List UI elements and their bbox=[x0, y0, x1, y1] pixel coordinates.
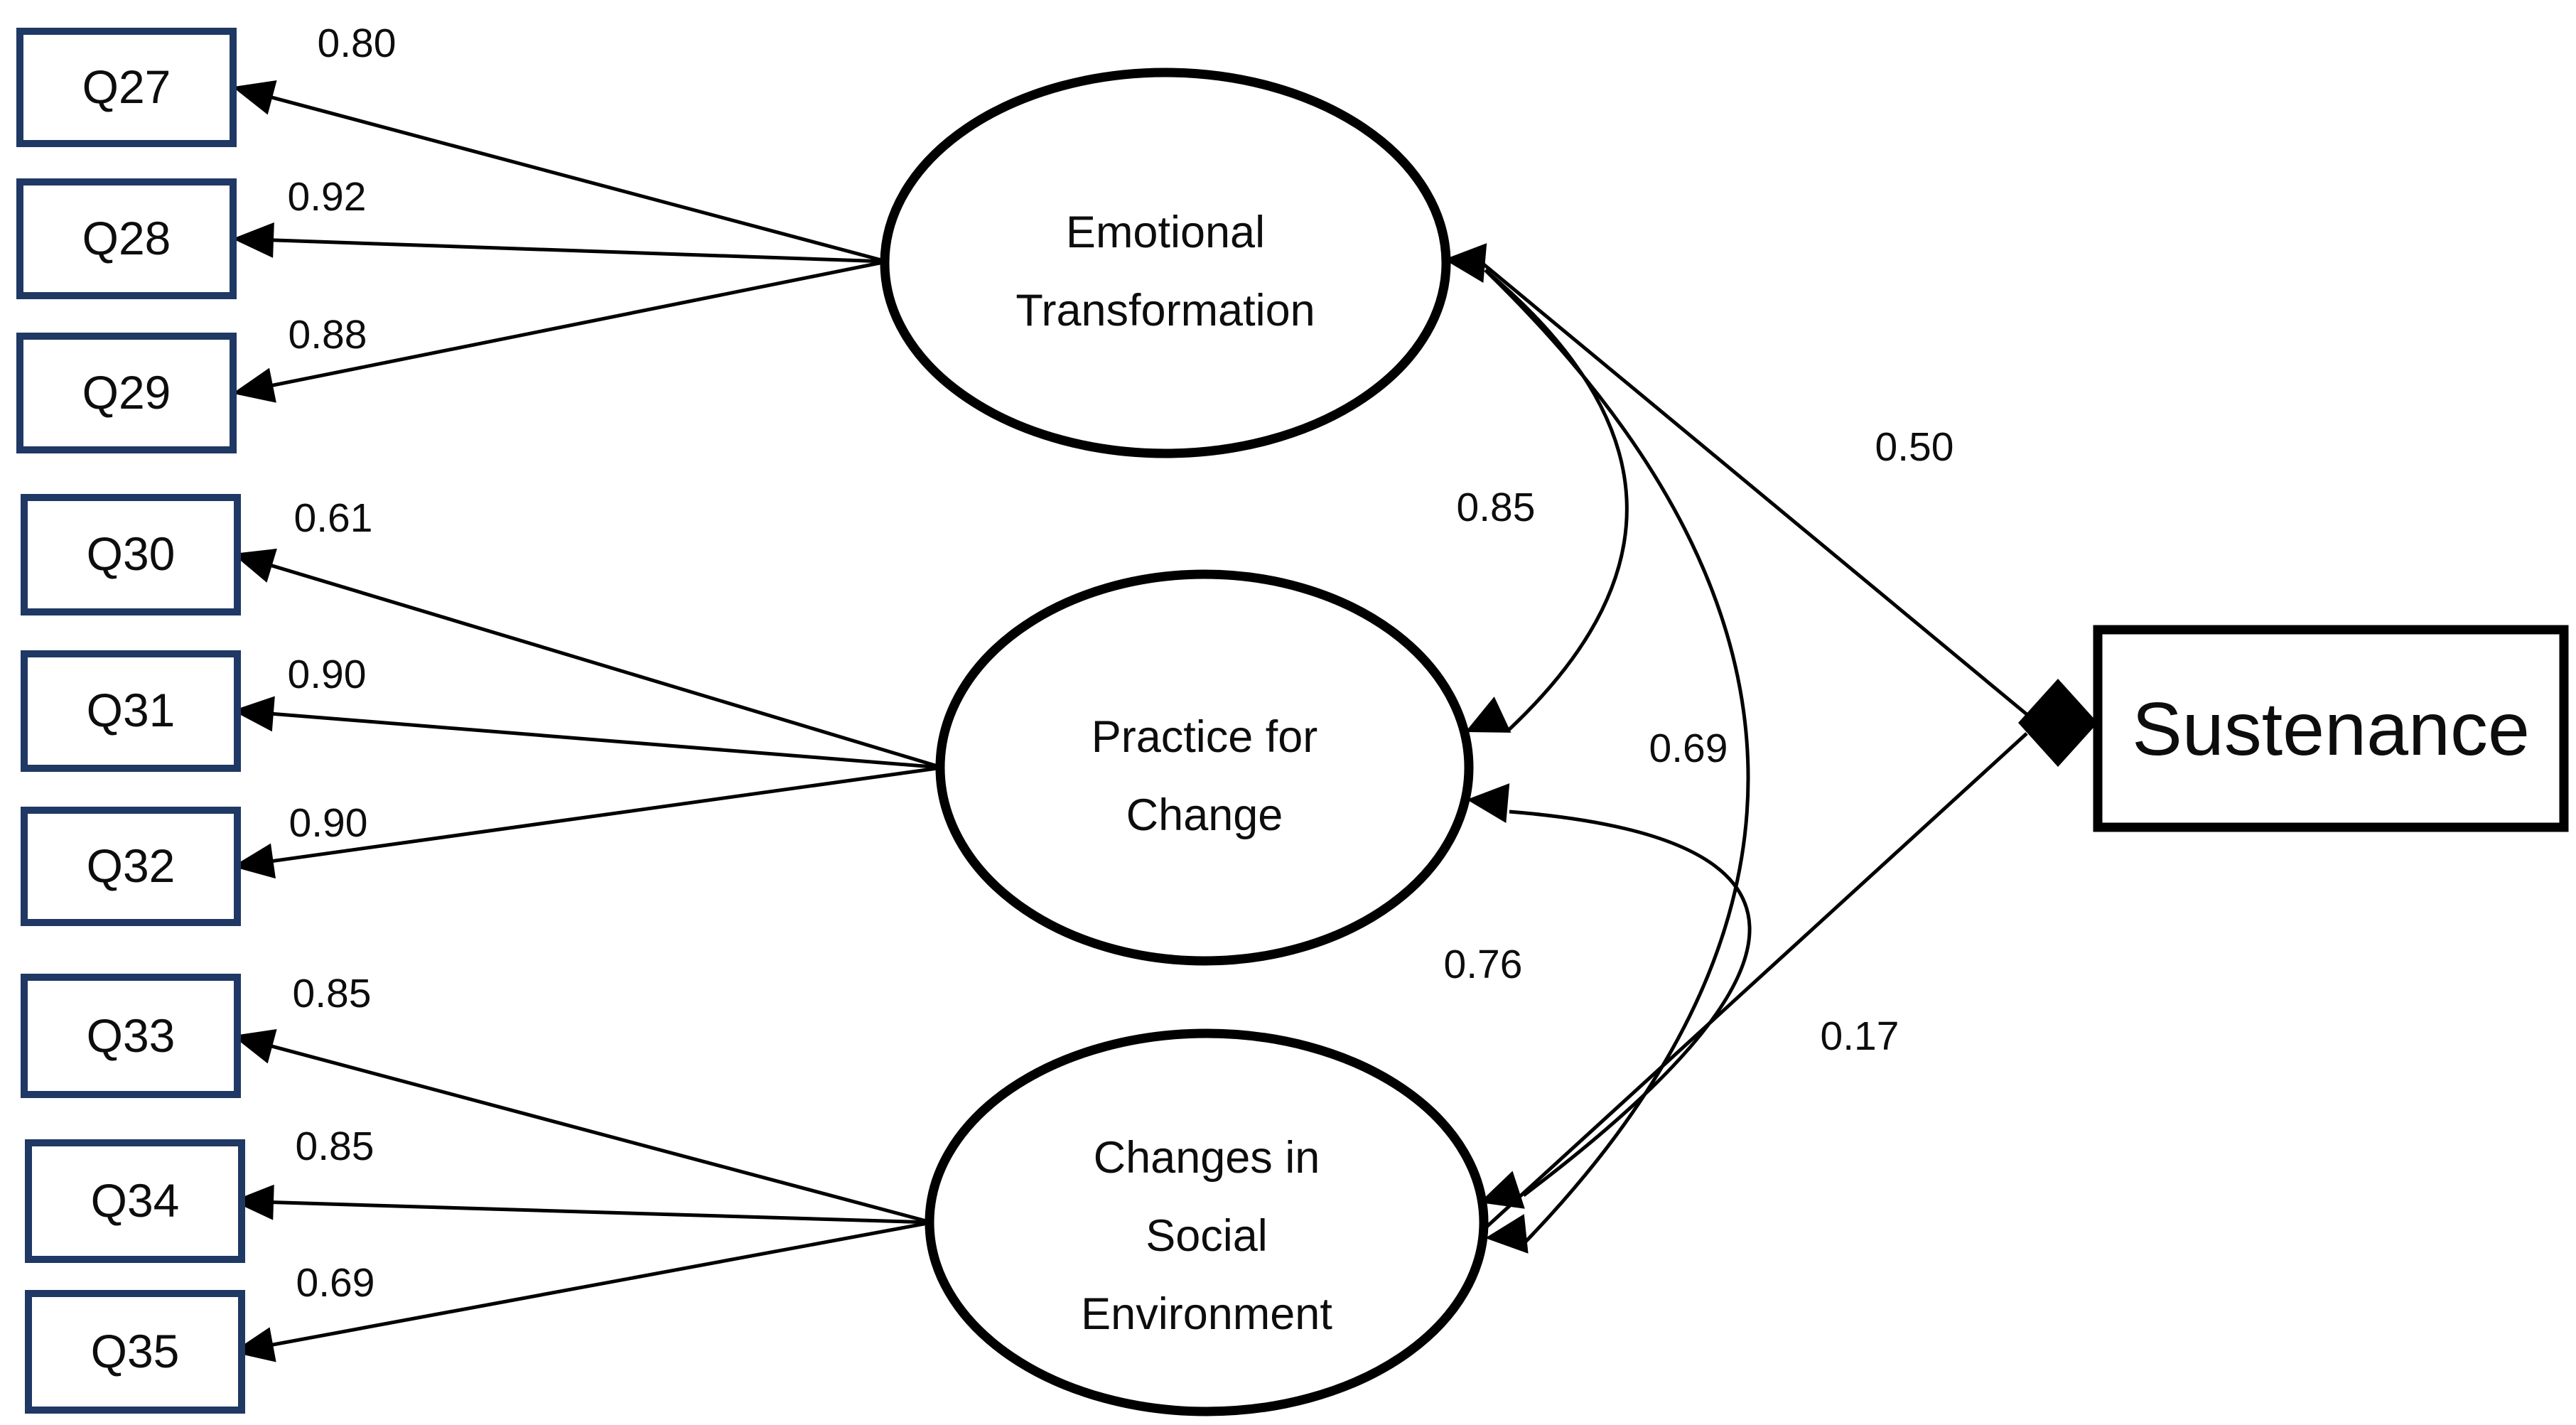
arrowhead-into-pc-lower bbox=[1467, 783, 1510, 823]
loading-arrow-q27 bbox=[232, 80, 888, 264]
indicator-label-q27: Q27 bbox=[82, 60, 171, 113]
loading-arrow-q33 bbox=[232, 1029, 932, 1225]
latent-label-pc-line1: Practice for bbox=[1092, 712, 1318, 762]
latent-label-cse-line2: Social bbox=[1146, 1211, 1268, 1261]
arrowhead-into-pc-upper bbox=[1465, 697, 1511, 733]
loading-arrow-q34 bbox=[232, 1184, 932, 1225]
structural-paths bbox=[1482, 263, 2028, 1230]
latent-label-cse-line3: Environment bbox=[1081, 1289, 1332, 1339]
correlation-label-et-cse: 0.69 bbox=[1649, 726, 1728, 771]
latent-ellipse-emotional-transformation bbox=[880, 68, 1451, 458]
loading-arrow-q32 bbox=[232, 765, 943, 879]
correlation-arcs bbox=[1484, 269, 1752, 1244]
loading-arrow-q30 bbox=[232, 548, 943, 770]
loading-value-labels: 0.80 0.92 0.88 0.61 0.90 0.90 0.85 0.85 … bbox=[288, 21, 397, 1306]
indicator-label-q34: Q34 bbox=[91, 1174, 180, 1227]
indicator-box-q31 bbox=[21, 650, 241, 772]
loading-label-q27: 0.80 bbox=[318, 21, 397, 66]
loading-label-q35: 0.69 bbox=[296, 1260, 375, 1306]
loading-arrows bbox=[232, 80, 943, 1362]
correlation-arc-et-pc bbox=[1484, 269, 1629, 732]
loading-label-q28: 0.92 bbox=[288, 174, 367, 220]
indicator-label-q31: Q31 bbox=[87, 684, 176, 736]
loading-label-q31: 0.90 bbox=[288, 652, 367, 697]
indicator-label-q33: Q33 bbox=[87, 1009, 176, 1062]
indicator-labels: Q27 Q28 Q29 Q30 Q31 Q32 Q33 Q34 Q35 bbox=[82, 60, 180, 1377]
correlation-arc-pc-cse bbox=[1509, 810, 1752, 1197]
latent-arrowheads bbox=[1444, 243, 1529, 1254]
indicator-box-q29 bbox=[16, 333, 237, 453]
path-value-labels: 0.85 0.69 0.76 0.50 0.17 bbox=[1444, 424, 1954, 1059]
path-label-et-sustenance: 0.50 bbox=[1875, 424, 1954, 470]
latent-ellipse-practice-for-change bbox=[935, 569, 1474, 966]
indicator-box-q35 bbox=[25, 1290, 245, 1414]
loading-arrow-q31 bbox=[232, 696, 943, 770]
diamond-arrowhead-sustenance bbox=[2018, 679, 2098, 767]
arrowhead-into-et bbox=[1444, 243, 1487, 283]
indicator-boxes bbox=[16, 28, 245, 1414]
latent-label-et-line2: Transformation bbox=[1015, 286, 1315, 335]
outcome-box-sustenance bbox=[2093, 625, 2569, 832]
indicator-label-q30: Q30 bbox=[87, 527, 176, 580]
loading-arrow-q35 bbox=[232, 1220, 932, 1362]
loading-label-q32: 0.90 bbox=[289, 800, 368, 846]
latent-label-et-line1: Emotional bbox=[1066, 208, 1265, 257]
correlation-label-et-pc: 0.85 bbox=[1457, 485, 1536, 530]
loading-label-q34: 0.85 bbox=[296, 1124, 374, 1169]
loading-label-q30: 0.61 bbox=[294, 495, 373, 541]
loading-label-q33: 0.85 bbox=[293, 971, 372, 1016]
loading-arrow-q29 bbox=[232, 259, 888, 403]
path-line-et-sustenance bbox=[1482, 263, 2028, 716]
indicator-box-q34 bbox=[25, 1139, 245, 1263]
arrowhead-into-cse-upper bbox=[1480, 1171, 1525, 1209]
indicator-label-q28: Q28 bbox=[82, 212, 171, 264]
indicator-label-q32: Q32 bbox=[87, 839, 176, 892]
path-line-cse-sustenance bbox=[1484, 732, 2028, 1230]
latent-label-cse-line1: Changes in bbox=[1094, 1133, 1320, 1183]
indicator-box-q28 bbox=[16, 178, 237, 299]
correlation-label-pc-cse: 0.76 bbox=[1444, 942, 1523, 987]
path-label-cse-sustenance: 0.17 bbox=[1821, 1013, 1899, 1059]
indicator-label-q35: Q35 bbox=[91, 1325, 180, 1377]
indicator-box-q33 bbox=[21, 974, 241, 1098]
indicator-box-q27 bbox=[16, 28, 237, 147]
loading-arrow-q28 bbox=[232, 222, 888, 264]
indicator-box-q30 bbox=[21, 494, 241, 615]
arrowhead-into-cse-lower bbox=[1485, 1214, 1529, 1254]
indicator-box-q32 bbox=[21, 807, 241, 926]
latent-label-pc-line2: Change bbox=[1126, 790, 1283, 840]
latent-ellipse-changes-in-social-environment bbox=[925, 1028, 1489, 1416]
latent-ellipses bbox=[880, 68, 1489, 1416]
latent-labels: Emotional Transformation Practice for Ch… bbox=[1015, 208, 1332, 1339]
loading-label-q29: 0.88 bbox=[289, 312, 367, 357]
outcome-label-sustenance: Sustenance bbox=[2132, 687, 2530, 771]
indicator-label-q29: Q29 bbox=[82, 366, 171, 419]
